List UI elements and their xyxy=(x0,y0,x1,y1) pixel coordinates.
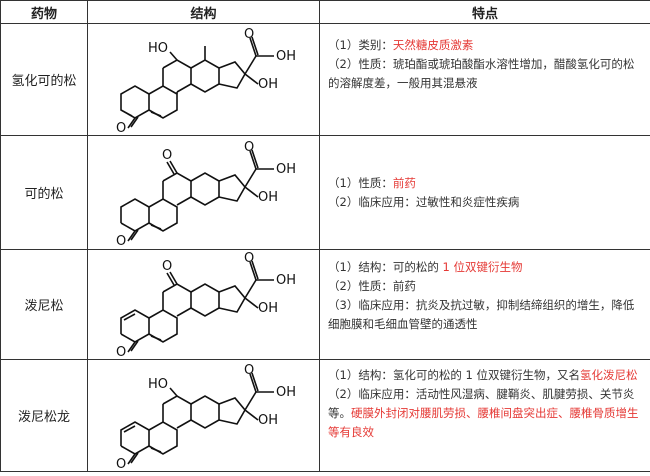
feature-text: （2）性质：琥珀酯或琥珀酸酯水溶性增加，醋酸氢化可的松的溶解度差，一般用其混悬液 xyxy=(328,57,635,90)
atom-o: O xyxy=(244,252,254,266)
atom-o: O xyxy=(116,121,126,134)
header-row: 药物 结构 特点 xyxy=(0,0,650,24)
atom-oh: OH xyxy=(258,413,278,428)
feature-highlight: 天然糖皮质激素 xyxy=(392,38,474,52)
feature-text: （2）临床应用：活动性风湿病、腱鞘炎、肌腱劳损、关节炎等。 xyxy=(328,387,635,420)
structure-cell: O O OH OH HO xyxy=(87,23,320,136)
atom-o: O xyxy=(116,457,126,470)
hydrocortisone-structure: O O OH OH HO xyxy=(116,27,296,134)
drug-name: 可的松 xyxy=(0,135,88,250)
atom-o: O xyxy=(244,140,254,155)
feature-line: （1）结构：可的松的 1 位双键衍生物 xyxy=(328,258,644,277)
drug-name: 泼尼松龙 xyxy=(0,359,88,472)
atom-oh: OH xyxy=(258,77,278,92)
atom-o: O xyxy=(244,363,254,378)
atom-oh: OH xyxy=(258,301,278,316)
feature-line: （2）性质：前药 xyxy=(328,277,644,296)
feature-text: （3）临床应用：抗炎及抗过敏，抑制结缔组织的增生，降低细胞膜和毛细血管壁的通透性 xyxy=(328,298,635,331)
atom-o: O xyxy=(116,345,126,358)
feature-text: （2）临床应用：过敏性和炎症性疾病 xyxy=(328,194,520,209)
feature-highlight: 氢化泼尼松 xyxy=(579,368,638,382)
feature-text: （1）结构：可的松的 xyxy=(328,260,443,274)
feature-line: （2）临床应用：活动性风湿病、腱鞘炎、肌腱劳损、关节炎等。硬膜外封闭对腰肌劳损、… xyxy=(328,385,644,442)
atom-ho: HO xyxy=(148,377,168,392)
atom-o: O xyxy=(162,259,172,274)
atom-ho: HO xyxy=(148,41,168,56)
atom-oh: OH xyxy=(276,162,296,177)
prednisone-structure: O O O OH OH xyxy=(116,252,296,358)
feature-line: （2）临床应用：过敏性和炎症性疾病 xyxy=(328,193,644,212)
feature-highlight: 1 位双键衍生物 xyxy=(442,260,523,274)
feature-text: （1）性质： xyxy=(328,175,393,190)
feature-text: （1）结构：氢化可的松的 1 位双键衍生物，又名 xyxy=(328,368,580,382)
structure-cell: O O O OH OH xyxy=(87,135,320,250)
atom-oh: OH xyxy=(276,49,296,64)
drug-name: 氢化可的松 xyxy=(0,23,88,136)
feature-line: （2）性质：琥珀酯或琥珀酸酯水溶性增加，醋酸氢化可的松的溶解度差，一般用其混悬液 xyxy=(328,55,644,93)
header-structure: 结构 xyxy=(87,0,320,24)
drug-name: 泼尼松 xyxy=(0,249,88,360)
feature-line: （1）类别：天然糖皮质激素 xyxy=(328,36,644,55)
atom-o: O xyxy=(116,234,126,247)
feature-line: （3）临床应用：抗炎及抗过敏，抑制结缔组织的增生，降低细胞膜和毛细血管壁的通透性 xyxy=(328,296,644,334)
features-cell: （1）结构：氢化可的松的 1 位双键衍生物，又名氢化泼尼松 （2）临床应用：活动… xyxy=(319,359,650,472)
feature-highlight: 前药 xyxy=(392,175,416,190)
feature-text: （2）性质：前药 xyxy=(328,279,416,293)
header-drug: 药物 xyxy=(0,0,88,24)
table-row: 可的松 O O O OH OH xyxy=(0,135,650,250)
atom-o: O xyxy=(162,148,172,163)
table-row: 泼尼松龙 O O OH OH xyxy=(0,359,650,472)
features-cell: （1）类别：天然糖皮质激素 （2）性质：琥珀酯或琥珀酸酯水溶性增加，醋酸氢化可的… xyxy=(319,23,650,136)
feature-line: （1）性质：前药 xyxy=(328,174,644,193)
structure-cell: O O OH OH HO xyxy=(87,359,320,472)
atom-o: O xyxy=(244,27,254,42)
feature-highlight: 硬膜外封闭对腰肌劳损、腰椎间盘突出症、腰椎骨质增生等有良效 xyxy=(328,406,639,439)
table-row: 泼尼松 O O O OH xyxy=(0,249,650,360)
atom-oh: OH xyxy=(258,190,278,205)
header-features: 特点 xyxy=(319,0,650,24)
feature-text: （1）类别： xyxy=(328,38,393,52)
atom-oh: OH xyxy=(276,385,296,400)
features-cell: （1）性质：前药 （2）临床应用：过敏性和炎症性疾病 xyxy=(319,135,650,250)
table-row: 氢化可的松 O O OH xyxy=(0,23,650,136)
structure-cell: O O O OH OH xyxy=(87,249,320,360)
cortisone-structure: O O O OH OH xyxy=(116,140,296,247)
feature-line: （1）结构：氢化可的松的 1 位双键衍生物，又名氢化泼尼松 xyxy=(328,366,644,385)
atom-oh: OH xyxy=(276,273,296,288)
prednisolone-structure: O O OH OH HO xyxy=(116,363,296,470)
features-cell: （1）结构：可的松的 1 位双键衍生物 （2）性质：前药 （3）临床应用：抗炎及… xyxy=(319,249,650,360)
